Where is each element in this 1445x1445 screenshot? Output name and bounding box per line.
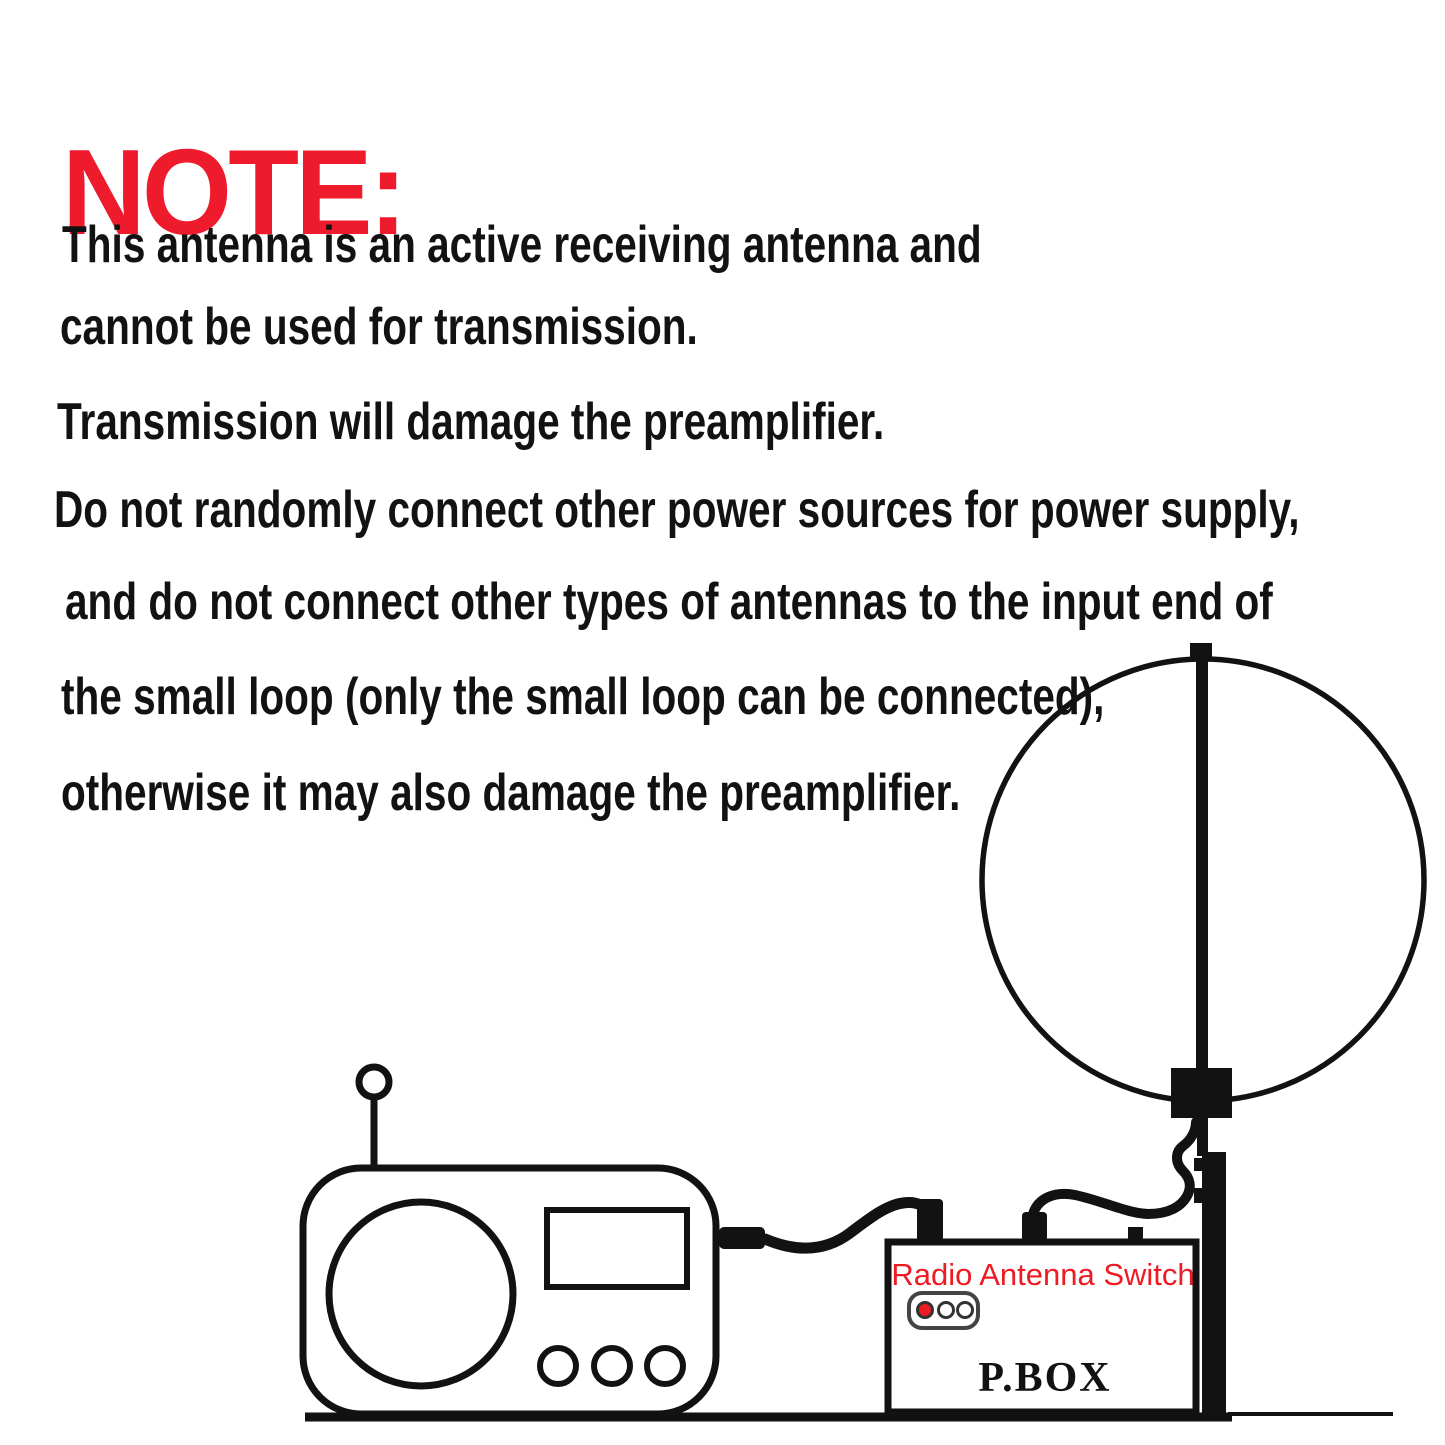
- note-line-1: This antenna is an active receiving ante…: [62, 216, 982, 274]
- knob-icon-2: [591, 1345, 633, 1387]
- speaker-icon: [325, 1198, 517, 1390]
- mast-cap: [1190, 643, 1212, 658]
- pbox-label: P.BOX: [978, 1355, 1111, 1401]
- note-line-3: Transmission will damage the preamplifie…: [57, 393, 885, 451]
- antenna-cable-icon: [1028, 1117, 1201, 1220]
- mast-stem: [1197, 1118, 1208, 1156]
- pbox-middle-connector: [1022, 1212, 1047, 1245]
- note-heading: NOTE:: [62, 123, 407, 260]
- pbox-left-connector: [917, 1199, 943, 1245]
- knob-icon-3: [644, 1345, 686, 1387]
- mast-lower: [1202, 1152, 1226, 1420]
- led-icon-2: [937, 1301, 955, 1319]
- antenna-tip: [355, 1063, 393, 1101]
- knob-icon-1: [537, 1345, 579, 1387]
- mast-upper: [1196, 656, 1208, 1070]
- radio-display: [544, 1207, 690, 1290]
- mast-notch-top: [1194, 1158, 1203, 1171]
- note-line-5: and do not connect other types of antenn…: [65, 573, 1273, 631]
- note-line-6: the small loop (only the small loop can …: [61, 668, 1105, 726]
- radio-cable-plug: [719, 1227, 765, 1249]
- note-line-7: otherwise it may also damage the preampl…: [61, 764, 961, 822]
- preamp-box-icon: [1171, 1068, 1232, 1118]
- note-line-2: cannot be used for transmission.: [60, 298, 698, 356]
- mast-notch-bottom: [1194, 1188, 1203, 1203]
- led-icon-3: [956, 1301, 974, 1319]
- note-line-4: Do not randomly connect other power sour…: [54, 481, 1300, 539]
- switch-label: Radio Antenna Switch: [891, 1257, 1194, 1292]
- led-icon-red: [916, 1301, 934, 1319]
